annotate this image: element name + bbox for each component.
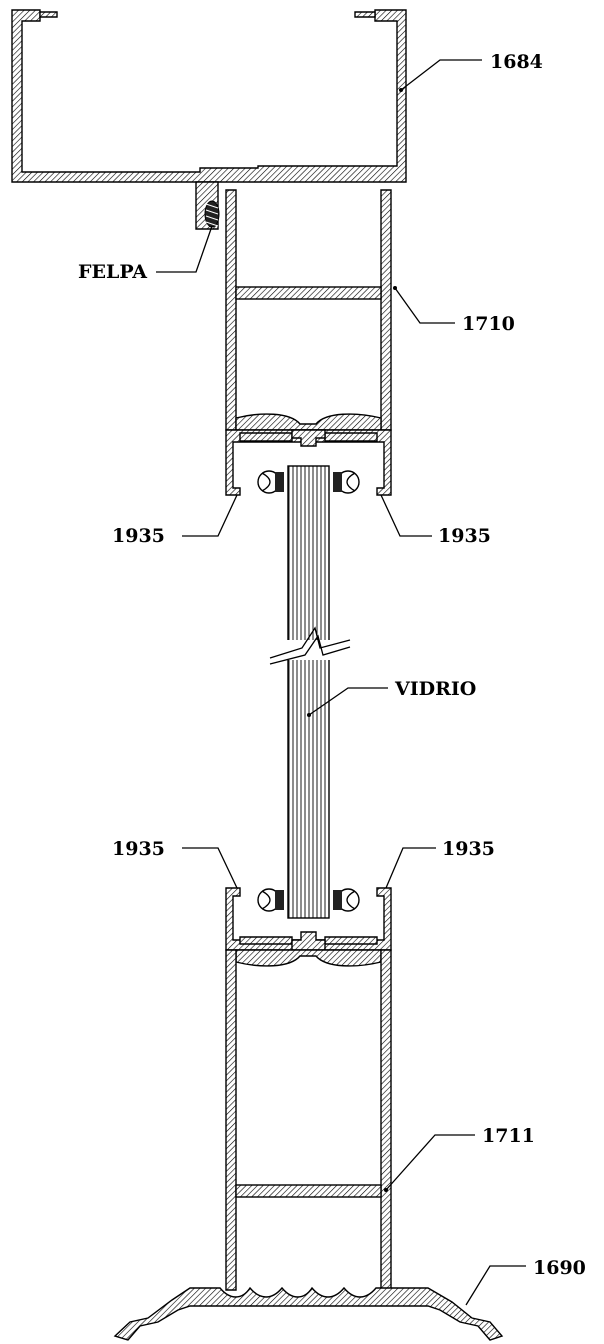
profile-1684 bbox=[11, 9, 407, 230]
label-1684: 1684 bbox=[490, 51, 543, 73]
profile-1711 bbox=[225, 887, 392, 1291]
label-1710: 1710 bbox=[462, 313, 515, 335]
leader-1710 bbox=[394, 287, 455, 324]
profile-1710 bbox=[225, 189, 392, 496]
label-1711: 1711 bbox=[482, 1125, 535, 1147]
leader-1935-bottom-right bbox=[385, 847, 436, 889]
glass-pane bbox=[269, 465, 351, 919]
profile-1690 bbox=[113, 1286, 504, 1341]
gasket-bottom-left bbox=[257, 888, 284, 912]
label-vidrio: VIDRIO bbox=[394, 678, 476, 700]
leader-1935-top-left bbox=[182, 494, 238, 537]
leader-1935-bottom-left bbox=[182, 847, 238, 889]
label-1935-bottom-right: 1935 bbox=[442, 838, 495, 860]
label-felpa: FELPA bbox=[78, 261, 147, 283]
leader-vidrio bbox=[308, 687, 388, 716]
gasket-top-right bbox=[333, 470, 360, 494]
label-1690: 1690 bbox=[533, 1257, 586, 1279]
leader-1935-top-right bbox=[380, 494, 432, 537]
leader-1711 bbox=[385, 1134, 475, 1191]
label-1935-top-left: 1935 bbox=[112, 525, 165, 547]
label-1935-bottom-left: 1935 bbox=[112, 838, 165, 860]
felpa-brush bbox=[204, 200, 220, 228]
gasket-bottom-right bbox=[333, 888, 360, 912]
gasket-top-left bbox=[257, 470, 284, 494]
leader-1684 bbox=[400, 59, 482, 91]
leader-1690 bbox=[465, 1265, 526, 1306]
label-1935-top-right: 1935 bbox=[438, 525, 491, 547]
leader-felpa bbox=[156, 225, 213, 273]
